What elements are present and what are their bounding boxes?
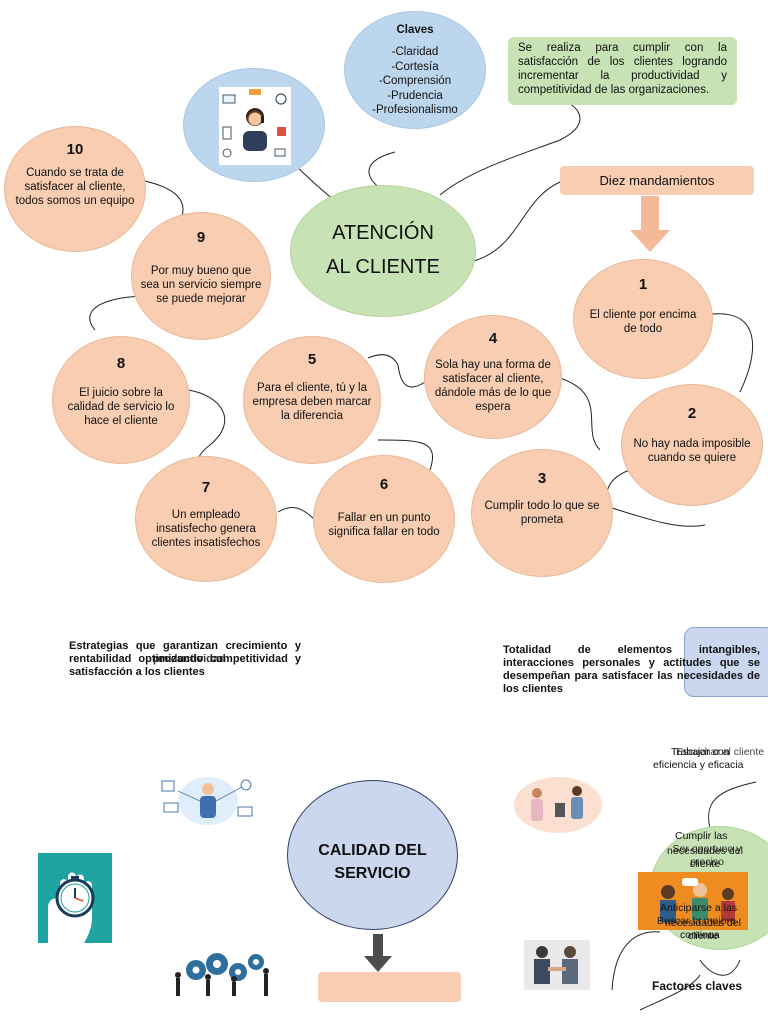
factor-low-d: continua bbox=[680, 929, 720, 941]
connector bbox=[377, 439, 433, 471]
connector bbox=[639, 974, 701, 1011]
gears-team-icon bbox=[175, 953, 269, 996]
mandamiento-text: Cuando se trata de satisfacer al cliente… bbox=[15, 167, 135, 207]
connector bbox=[699, 959, 741, 976]
claves-item: -Comprensión bbox=[378, 75, 452, 87]
central-title-line2: AL CLIENTE bbox=[326, 256, 440, 278]
mandamiento-text: Sola hay una forma de satisfacer al clie… bbox=[434, 359, 552, 413]
claves-item: -Cortesía bbox=[391, 60, 439, 73]
team-meeting-icon bbox=[638, 872, 748, 930]
mandamiento-number: 1 bbox=[638, 276, 648, 293]
mandamiento-number: 4 bbox=[488, 330, 498, 347]
central-topic-calidad: CALIDAD DEL SERVICIO bbox=[287, 780, 458, 930]
down-arrow-icon bbox=[364, 934, 392, 972]
mandamiento-1: 1 El cliente por encima de todo bbox=[573, 259, 713, 379]
connector bbox=[611, 931, 661, 991]
mandamiento-7: 7 Un empleado insatisfecho genera client… bbox=[135, 456, 277, 582]
connector bbox=[708, 781, 757, 836]
mandamiento-3: 3 Cumplir todo lo que se prometa bbox=[471, 449, 613, 577]
business-person-icon bbox=[161, 777, 253, 825]
mandamiento-text: El juicio sobre la calidad de servicio l… bbox=[67, 387, 175, 427]
mandamiento-number: 6 bbox=[379, 476, 389, 493]
agent-image-circle bbox=[183, 68, 325, 182]
mandamiento-text: Un empleado insatisfecho genera clientes… bbox=[151, 509, 261, 549]
lavender-box bbox=[684, 627, 768, 697]
mandamiento-5: 5 Para el cliente, tú y la empresa deben… bbox=[243, 336, 381, 464]
mandamiento-6: 6 Fallar en un punto significa fallar en… bbox=[313, 455, 455, 583]
claves-item: -Prudencia bbox=[387, 89, 443, 102]
overlap-text: productividad bbox=[153, 653, 226, 665]
calidad-title-line1: CALIDAD DEL bbox=[318, 842, 427, 859]
factor-mid-a: Cumplir las bbox=[675, 830, 728, 842]
claves-list: -Claridad -Cortesía -Comprensión -Pruden… bbox=[345, 45, 485, 118]
handshake-people-icon bbox=[524, 940, 590, 990]
calidad-result-box bbox=[318, 972, 461, 1002]
mandamiento-10: 10 Cuando se trata de satisfacer al clie… bbox=[4, 126, 146, 252]
connector bbox=[469, 181, 561, 263]
factores-label: Factores claves bbox=[652, 979, 743, 993]
central-title-line1: ATENCIÓN bbox=[332, 222, 434, 244]
definition-box: Se realiza para cumplir con la satisfacc… bbox=[508, 37, 737, 105]
factor-mid-c: necesidades del cliente bbox=[667, 845, 743, 870]
mandamiento-number: 3 bbox=[537, 470, 547, 487]
claves-item: -Claridad bbox=[391, 46, 439, 58]
factor-low-b: Buscar la mejora bbox=[657, 915, 736, 927]
stopwatch-hand-icon bbox=[38, 853, 112, 943]
claves-circle: Claves -Claridad -Cortesía -Comprensión … bbox=[344, 11, 486, 129]
mandamiento-2: 2 No hay nada imposible cuando se quiere bbox=[621, 384, 763, 506]
factor-mid-b: Ser oportuno y preciso bbox=[672, 843, 742, 868]
mandamiento-4: 4 Sola hay una forma de satisfacer al cl… bbox=[424, 315, 562, 439]
mandamiento-number: 10 bbox=[66, 141, 84, 158]
strategies-text: Estrategias que garantizan crecimiento y… bbox=[69, 640, 301, 679]
mandamiento-number: 2 bbox=[687, 405, 697, 422]
factor-top-a: Trabajar con bbox=[671, 746, 730, 758]
mandamiento-text: Fallar en un punto significa fallar en t… bbox=[328, 512, 440, 538]
mandamiento-text: No hay nada imposible cuando se quiere bbox=[633, 438, 751, 464]
meeting-people-icon bbox=[514, 777, 602, 833]
factor-low-c: necesidades del cliente bbox=[665, 917, 741, 942]
mandamiento-number: 9 bbox=[196, 229, 206, 246]
connector bbox=[559, 377, 601, 451]
mandamiento-number: 7 bbox=[201, 479, 211, 496]
connector bbox=[711, 313, 754, 393]
mandamiento-9: 9 Por muy bueno que sea un servicio siem… bbox=[131, 212, 271, 340]
claves-title: Claves bbox=[396, 24, 434, 36]
connector bbox=[367, 354, 426, 388]
mandamiento-number: 8 bbox=[116, 355, 126, 372]
down-arrow-icon bbox=[630, 196, 670, 252]
totality-text: Totalidad de elementos intangibles, inte… bbox=[503, 644, 760, 695]
calidad-title-line2: SERVICIO bbox=[334, 865, 411, 882]
strategies-text-content: Estrategias que garantizan crecimiento y… bbox=[69, 640, 301, 678]
central-topic-atencion: ATENCIÓN AL CLIENTE bbox=[290, 185, 476, 317]
mandamiento-text: Cumplir todo lo que se prometa bbox=[484, 500, 600, 526]
mandamiento-text: Para el cliente, tú y la empresa deben m… bbox=[252, 382, 372, 422]
connector bbox=[439, 103, 581, 196]
customer-service-agent-icon bbox=[219, 87, 291, 165]
mandamientos-label: Diez mandamientos bbox=[560, 166, 754, 195]
mandamiento-number: 5 bbox=[307, 351, 317, 368]
mandamiento-text: El cliente por encima de todo bbox=[589, 309, 697, 335]
mandamiento-8: 8 El juicio sobre la calidad de servicio… bbox=[52, 336, 190, 464]
factor-top-b: Escuchar al cliente bbox=[676, 746, 765, 758]
factor-low-a: Anticiparse a las bbox=[660, 902, 738, 914]
connector bbox=[277, 507, 316, 521]
mandamiento-text: Por muy bueno que sea un servicio siempr… bbox=[140, 265, 262, 305]
factor-top-c: eficiencia y eficacia bbox=[653, 759, 744, 771]
claves-item: -Profesionalismo bbox=[372, 104, 458, 116]
